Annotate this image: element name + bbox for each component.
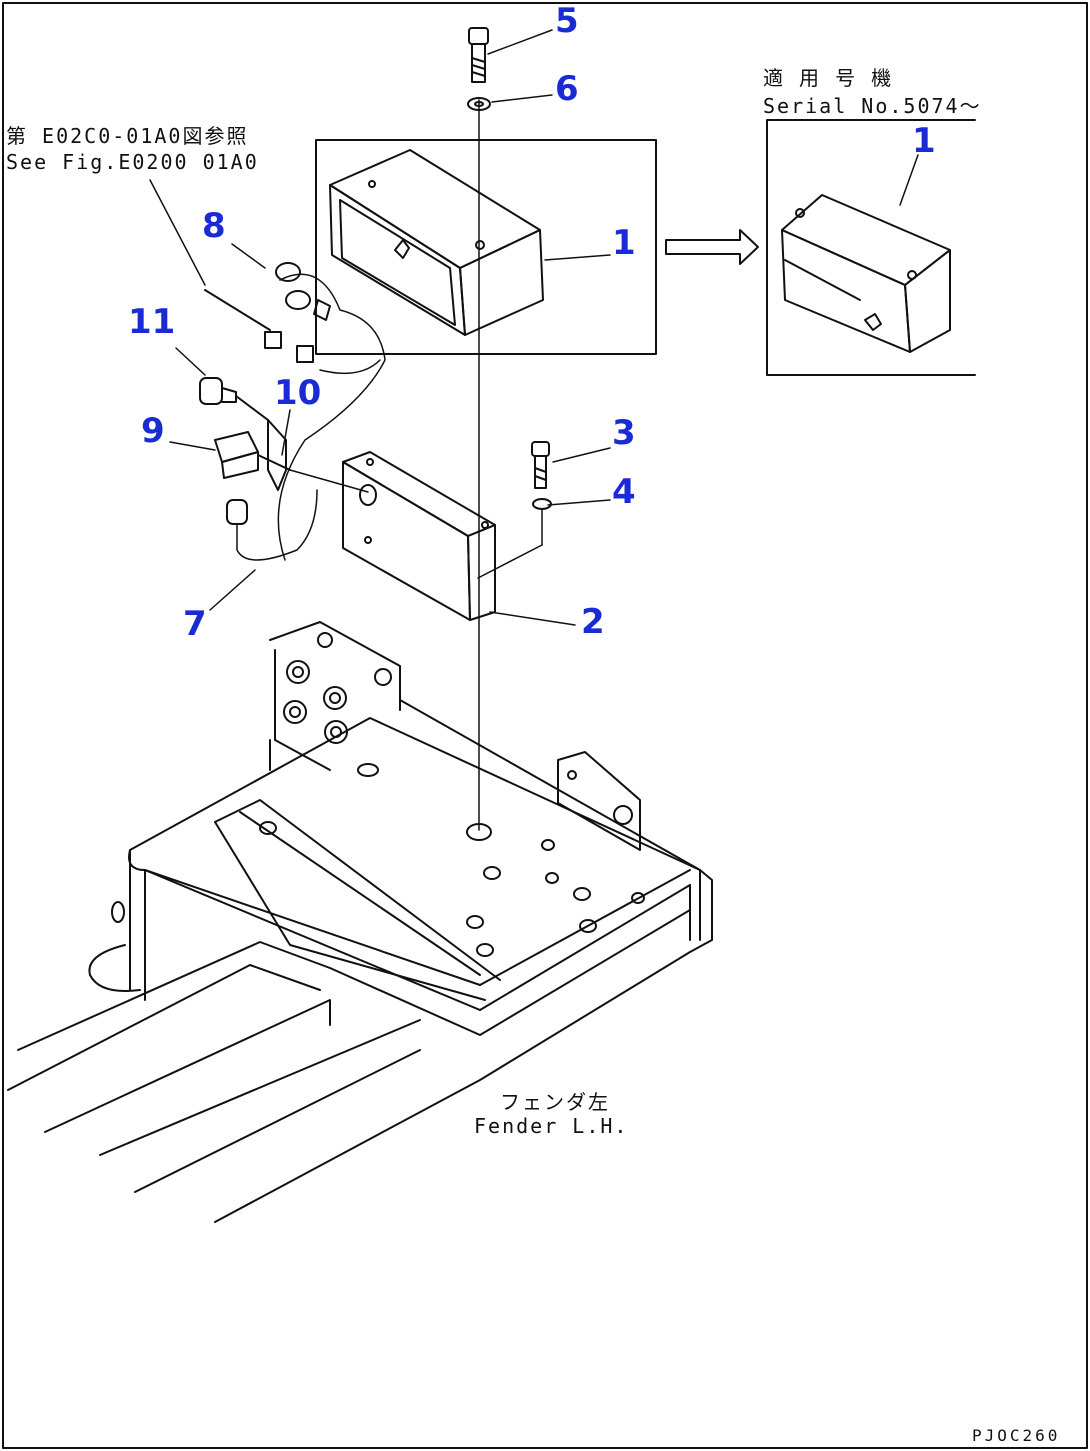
lamp-variant-icon [782, 195, 950, 352]
arrow-right-icon [666, 230, 758, 264]
serial-label-jp: 適 用 号 機 [763, 66, 894, 90]
callout-7: 7 [183, 604, 207, 644]
reference-label-jp: 第 E02C0-01A0図参照 [6, 124, 249, 148]
wire-harness-icon [205, 263, 385, 560]
figure-code: PJOC260 [972, 1426, 1061, 1445]
callout-9: 9 [141, 411, 165, 451]
switch-icon [200, 378, 268, 420]
lamp-frame [316, 140, 656, 354]
callout-4: 4 [612, 472, 636, 512]
callout-5: 5 [555, 1, 579, 41]
lamp-icon [330, 150, 543, 335]
callout-1: 1 [612, 223, 636, 263]
serial-label-en: Serial No.5074～ [763, 94, 982, 118]
relay-icon [215, 432, 290, 478]
reference-label-en: See Fig.E0200 01A0 [6, 150, 259, 174]
fender-frame [8, 622, 712, 1222]
callout-3: 3 [612, 413, 636, 453]
relay-bracket-icon [268, 420, 286, 490]
callout-10: 10 [274, 373, 322, 413]
washer-icon [533, 499, 551, 509]
callout-1-variant: 1 [912, 121, 936, 161]
sub-harness-icon [227, 490, 317, 560]
callout-2: 2 [581, 602, 605, 642]
callout-11: 11 [128, 302, 176, 342]
bracket-icon [290, 452, 495, 620]
diagram-border [3, 3, 1087, 1448]
bolt-icon [532, 442, 549, 488]
fender-label-jp: フェンダ左 [500, 1090, 610, 1114]
callout-8: 8 [202, 206, 226, 246]
washer-icon [468, 98, 490, 110]
fender-label-en: Fender L.H. [474, 1114, 629, 1138]
bolt-icon [469, 28, 488, 82]
variant-frame [767, 120, 975, 375]
callout-6: 6 [555, 69, 579, 109]
